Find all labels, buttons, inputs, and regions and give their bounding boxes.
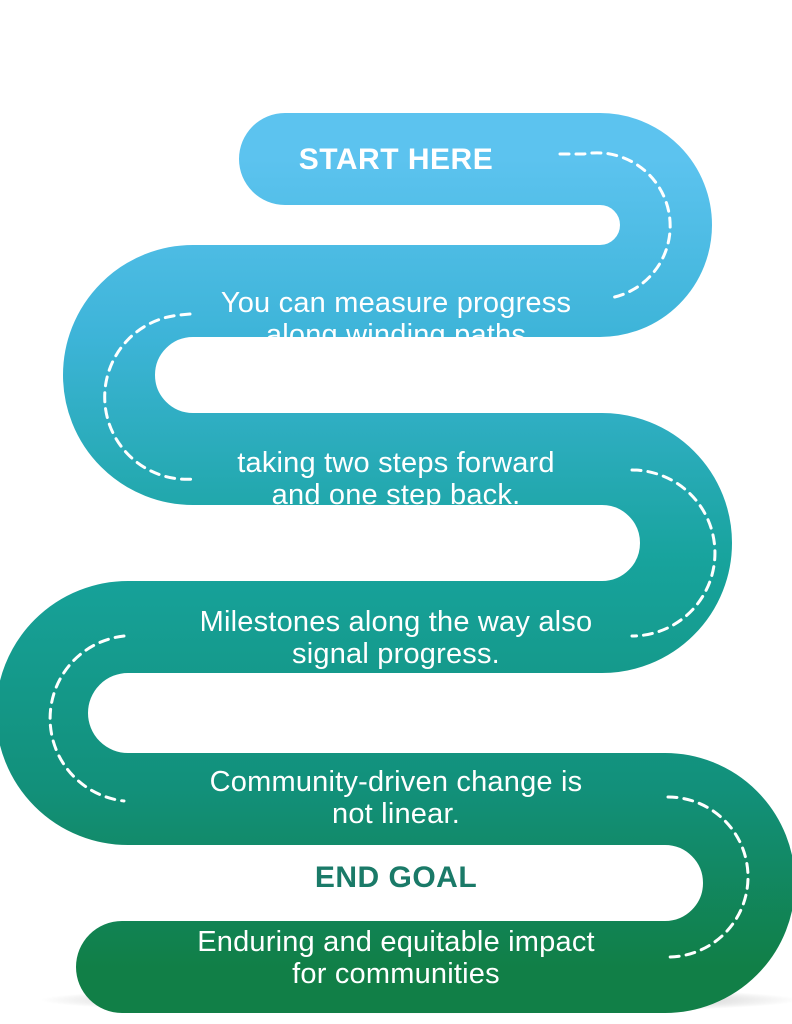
dash-curve-5 [666,795,750,959]
step2-line1: taking two steps forward [237,447,555,479]
final-line2: for communities [292,958,500,990]
step3-line2: signal progress. [292,638,500,670]
step4-line2: not linear. [332,798,460,830]
step2-line2: and one step back. [271,479,521,511]
dash-curve-3 [630,468,717,638]
start-label: START HERE [298,143,494,176]
step1-line1: You can measure progress [220,287,572,319]
step1-line2: along winding paths [265,319,527,351]
winding-road [0,113,792,1013]
dash-curve-2 [103,312,196,481]
end-goal-label: END GOAL [314,861,478,894]
final-line1: Enduring and equitable impact [197,926,595,958]
dash-curve-4 [48,634,126,803]
dash-curve-1 [558,151,672,300]
step3-line1: Milestones along the way also [199,606,593,638]
step4-line1: Community-driven change is [209,766,583,798]
